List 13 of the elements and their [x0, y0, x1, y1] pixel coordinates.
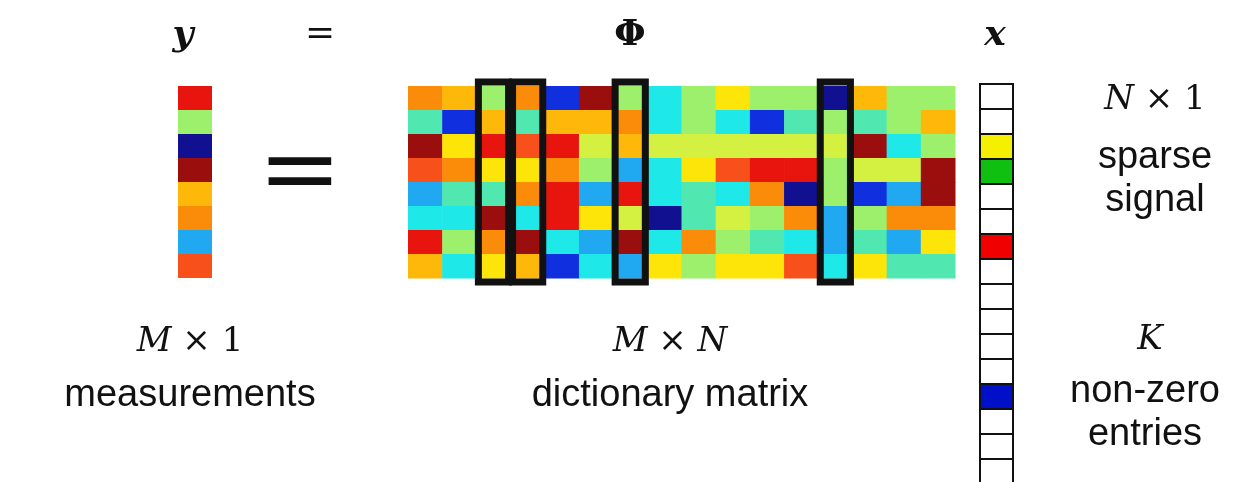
caption-text: non-zero entries: [1069, 368, 1221, 454]
equals-sign: =: [303, 12, 337, 53]
dimension-label: M × N: [611, 320, 729, 359]
vector-symbol: x: [983, 12, 1007, 53]
caption-text: dictionary matrix: [530, 372, 810, 415]
dimension-label: N × 1: [1102, 78, 1207, 117]
equals-sign: =: [257, 118, 343, 218]
dimension-label: M × 1: [135, 320, 245, 359]
matrix-symbol: Φ: [613, 12, 647, 53]
vector-symbol: y: [171, 12, 197, 53]
dimension-label: K: [1135, 318, 1166, 357]
caption-text: measurements: [63, 372, 317, 415]
caption-text: sparse signal: [1096, 134, 1214, 220]
